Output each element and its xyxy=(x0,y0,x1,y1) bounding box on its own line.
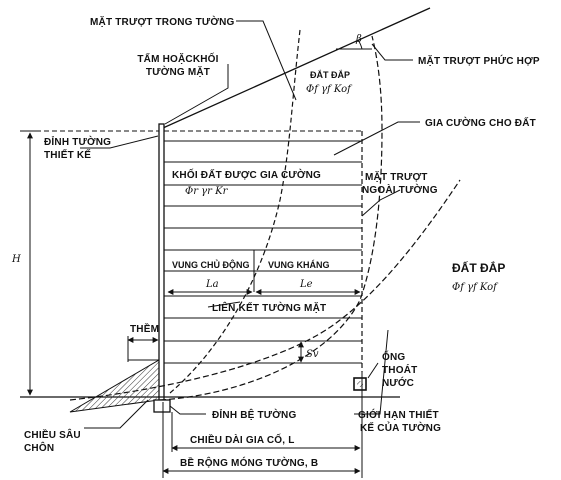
label-internal-failure: MẶT TRƯỢT TRONG TƯỜNG xyxy=(90,15,235,28)
label-wall-top-1: ĐỈNH TƯỜNG xyxy=(44,135,111,148)
label-drain-1: ỐNG xyxy=(382,349,405,363)
label-wall-top-2: THIẾT KẾ xyxy=(44,148,91,161)
label-design-limit-1: GIỚI HẠN THIẾT xyxy=(358,408,439,421)
label-reinforcement-length: CHIỀU DÀI GIA CỐ, L xyxy=(190,432,295,446)
label-embedment-2: CHÔN xyxy=(24,441,54,454)
label-backfill-right-params: Φf γf Kof xyxy=(452,282,499,293)
label-la: La xyxy=(205,279,219,290)
label-backfill-right: ĐẤT ĐẮP xyxy=(452,260,505,275)
toe-slope-hatched xyxy=(69,359,160,413)
leader-lines xyxy=(80,20,420,429)
label-footing-width: BỀ RỘNG MÓNG TƯỜNG, B xyxy=(180,456,318,469)
reinforcement-strips xyxy=(164,140,362,364)
label-le: Le xyxy=(299,279,313,290)
label-design-limit-2: KẾ CỦA TƯỜNG xyxy=(360,421,441,434)
beta-arc xyxy=(357,39,363,50)
label-sv: Sv xyxy=(306,349,319,360)
leveling-pad xyxy=(153,399,171,413)
label-embedment-1: CHIỀU SÂU xyxy=(24,428,81,441)
label-drain-2: THOÁT xyxy=(382,363,417,376)
label-backfill-top: ĐẮT ĐẮP xyxy=(310,70,350,80)
label-external-failure-1: MẶT TRƯỢT xyxy=(365,170,428,183)
label-reinforcement: GIA CƯỜNG CHO ĐẤT xyxy=(425,116,536,129)
label-facing-connection: LIÊN KẾT TƯỜNG MẶT xyxy=(212,301,326,314)
compound-failure-surface xyxy=(159,35,383,401)
label-facing-panel-2: TƯỜNG MẶT xyxy=(146,65,210,78)
label-facing-panel-1: TẤM HOẶCKHỐI xyxy=(137,51,218,65)
label-beta: β xyxy=(355,34,362,45)
label-resistive-zone: VUNG KHÁNG xyxy=(268,260,330,270)
label-active-zone: VUNG CHỦ ĐỘNG xyxy=(172,259,250,270)
backfill-slope-line xyxy=(162,7,431,129)
label-reinforced-mass: KHỐI ĐẤT ĐƯỢC GIA CƯỜNG xyxy=(172,167,321,181)
label-compound-failure: MẶT TRƯỢT PHỨC HỢP xyxy=(418,54,540,67)
label-drain-3: NƯỚC xyxy=(382,376,414,389)
label-bench: THỀM xyxy=(130,322,159,335)
label-backfill-top-params: Φf γf Kof xyxy=(306,84,353,95)
external-failure-surface xyxy=(69,179,461,401)
label-external-failure-2: NGOÀI TƯỜNG xyxy=(362,183,438,196)
label-h: H xyxy=(11,254,21,265)
internal-failure-surface xyxy=(169,29,301,394)
label-reinforced-params: Φr γr Kr xyxy=(185,186,229,197)
label-leveling-pad: ĐỈNH BỆ TƯỜNG xyxy=(212,408,296,421)
wall-facing-panel xyxy=(158,123,165,403)
